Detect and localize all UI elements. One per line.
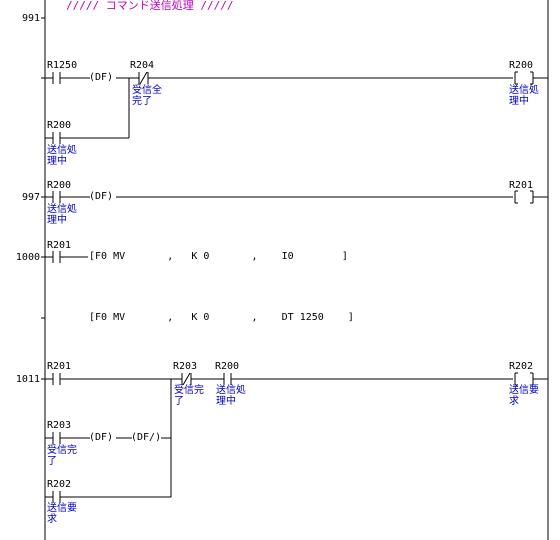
mv-instruction-2[interactable]: [F0 MV , K 0 , DT 1250 ] [89,312,354,323]
contact-r204-label[interactable]: R204 [130,60,155,71]
coil-r202-label[interactable]: R202 [509,361,534,372]
section-comment: ///// コマンド送信処理 ///// [66,0,234,12]
contact-r200-comment: 送信処理中 [216,385,246,407]
rung-number: 1011 [15,374,40,385]
df-instruction: (DF) [89,72,114,83]
df-instruction: (DF) [89,432,114,443]
contact-r203-branch-comment: 受信完了 [47,445,77,467]
contact-r203-comment: 受信完了 [174,385,204,407]
contact-r202-branch-comment: 送信要求 [47,503,77,525]
contact-r200-branch-comment: 送信処理中 [47,145,77,167]
contact-r200-comment: 送信処理中 [47,204,77,226]
rung-1011 [45,372,548,503]
contact-r202-branch-label[interactable]: R202 [47,479,72,490]
dfn-instruction: (DF/) [131,432,162,443]
rung-997 [45,190,548,204]
rung-r200-set [45,71,548,144]
contact-r200-branch-label[interactable]: R200 [47,120,72,131]
rung-number: 997 [21,192,40,203]
contact-r201-label[interactable]: R201 [47,361,72,372]
rung-number: 991 [21,13,40,24]
rung-number: 1000 [15,252,40,263]
contact-r1250-label[interactable]: R1250 [47,60,78,71]
df-instruction: (DF) [89,191,114,202]
coil-r201-label[interactable]: R201 [509,180,534,191]
contact-r201-label[interactable]: R201 [47,240,72,251]
contact-r204-comment: 受信全完了 [132,85,162,107]
coil-r200-comment: 送信処理中 [509,85,539,107]
rung-1000 [45,251,88,263]
coil-r200-label[interactable]: R200 [509,60,534,71]
contact-r200-label[interactable]: R200 [215,361,240,372]
mv-instruction-1[interactable]: [F0 MV , K 0 , I0 ] [89,251,348,262]
contact-r203-branch-label[interactable]: R203 [47,420,72,431]
contact-r203-label[interactable]: R203 [173,361,198,372]
contact-r200-label[interactable]: R200 [47,180,72,191]
coil-r202-comment: 送信要求 [509,385,539,407]
